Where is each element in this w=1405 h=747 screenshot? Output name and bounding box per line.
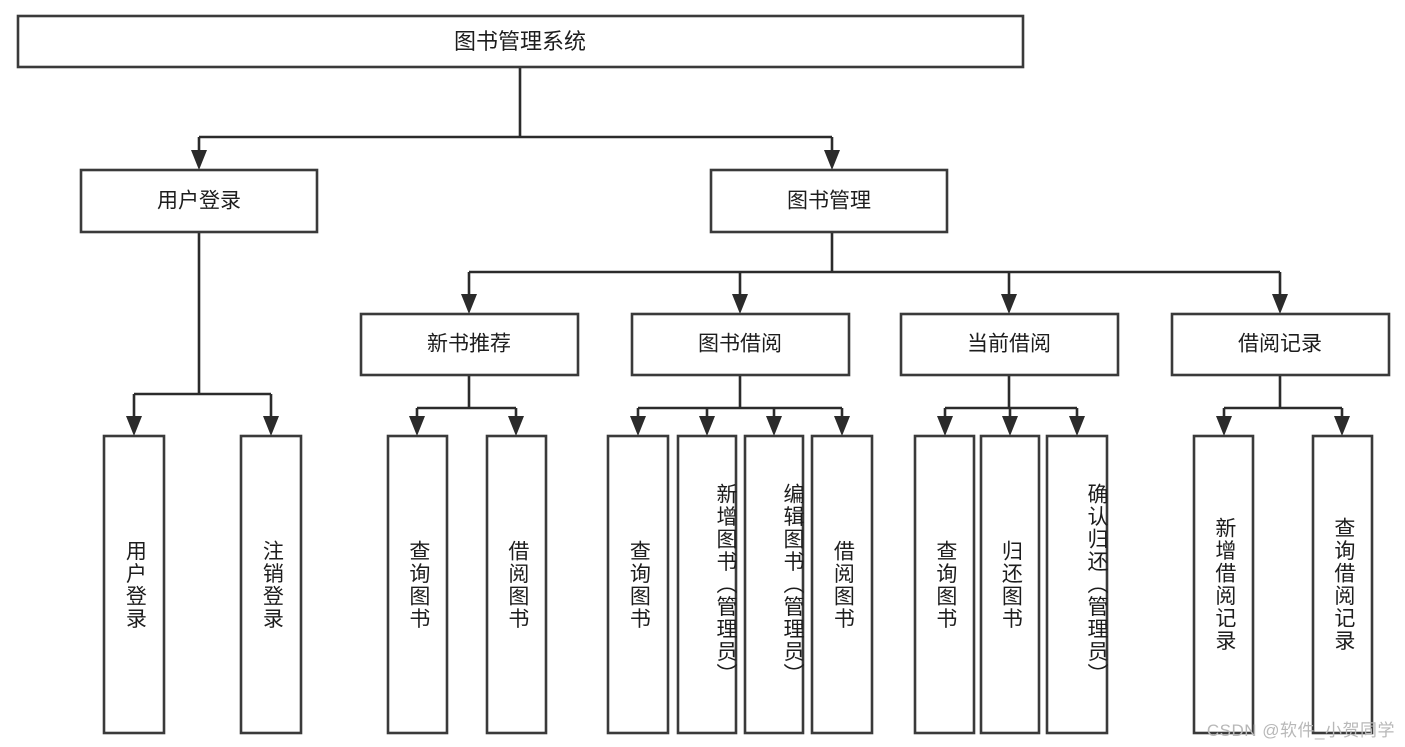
connector-group-userlogin-to-leaves — [126, 232, 279, 436]
arrow-borrow-record — [1272, 294, 1288, 314]
node-borrow-record-label: 借阅记录 — [1238, 333, 1322, 356]
connector-group-bookmanage-to-level2 — [461, 232, 1288, 314]
node-new-book-recommend-box[interactable] — [359, 312, 580, 377]
leaf-box-user-login-1[interactable] — [102, 434, 166, 735]
node-book-borrow-label: 图书借阅 — [698, 333, 782, 356]
leaf-box-book-borrow-3[interactable] — [743, 434, 805, 735]
leaf-box-book-borrow-4[interactable] — [810, 434, 874, 735]
arrow-bookborrow-leaf2 — [699, 416, 715, 436]
node-borrow-record-box[interactable] — [1170, 312, 1391, 377]
leaf-box-user-login-2[interactable] — [239, 434, 303, 735]
connector-group-currentborrow-to-leaves — [937, 375, 1085, 436]
watermark-text: CSDN @软件_小贺同学 — [1206, 721, 1395, 740]
arrow-user-login — [191, 150, 207, 170]
arrow-leaf-logout — [263, 416, 279, 436]
connector-group-bookborrow-to-leaves — [630, 375, 850, 436]
node-root-label: 图书管理系统 — [454, 29, 586, 54]
arrow-newbook-leaf1 — [409, 416, 425, 436]
node-book-manage-box[interactable] — [709, 168, 949, 234]
leaf-box-current-borrow-2[interactable] — [979, 434, 1041, 735]
leaf-box-new-book-2[interactable] — [485, 434, 548, 735]
node-current-borrow-box[interactable] — [899, 312, 1120, 377]
leaf-box-borrow-record-1[interactable] — [1192, 434, 1255, 735]
arrow-leaf-user-login — [126, 416, 142, 436]
arrow-new-book-recommend — [461, 294, 477, 314]
node-user-login-label: 用户登录 — [157, 190, 241, 213]
arrow-bookborrow-leaf1 — [630, 416, 646, 436]
leaf-box-book-borrow-1[interactable] — [606, 434, 670, 735]
node-new-book-recommend-label: 新书推荐 — [427, 333, 511, 356]
node-current-borrow-label: 当前借阅 — [967, 333, 1051, 356]
leaf-box-book-borrow-2[interactable] — [676, 434, 738, 735]
connector-group-borrowrecord-to-leaves — [1216, 375, 1350, 436]
leaf-box-current-borrow-1[interactable] — [913, 434, 976, 735]
arrow-bookborrow-leaf4 — [834, 416, 850, 436]
leaf-box-borrow-record-2[interactable] — [1311, 434, 1374, 735]
arrow-bookborrow-leaf3 — [766, 416, 782, 436]
arrow-book-borrow — [732, 294, 748, 314]
arrow-newbook-leaf2 — [508, 416, 524, 436]
arrow-currentborrow-leaf1 — [937, 416, 953, 436]
arrow-book-manage — [824, 150, 840, 170]
arrow-borrowrecord-leaf2 — [1334, 416, 1350, 436]
node-book-manage-label: 图书管理 — [787, 190, 871, 213]
node-book-borrow-box[interactable] — [630, 312, 851, 377]
arrow-current-borrow — [1001, 294, 1017, 314]
leaf-box-new-book-1[interactable] — [386, 434, 449, 735]
node-user-login-box[interactable] — [79, 168, 319, 234]
leaf-box-current-borrow-3[interactable] — [1045, 434, 1109, 735]
connector-group-root-to-level1 — [191, 67, 840, 170]
arrow-borrowrecord-leaf1 — [1216, 416, 1232, 436]
arrow-currentborrow-leaf3 — [1069, 416, 1085, 436]
node-root-box[interactable] — [16, 14, 1025, 69]
arrow-currentborrow-leaf2 — [1002, 416, 1018, 436]
connector-group-newbook-to-leaves — [409, 375, 524, 436]
